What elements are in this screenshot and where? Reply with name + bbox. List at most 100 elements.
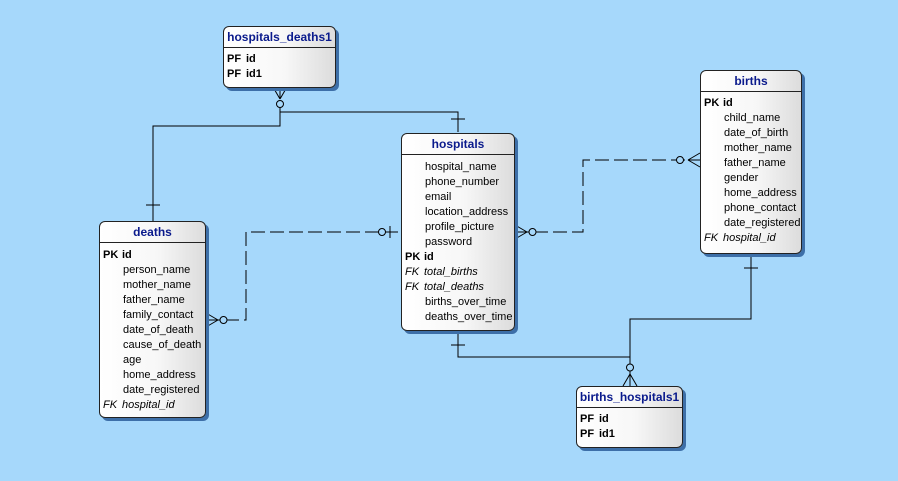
entity-columns: PF id PF id1	[577, 408, 682, 442]
column-name: mother_name	[123, 279, 191, 291]
column-name: email	[425, 191, 452, 203]
rel-hospitals-births-hospitals1	[457, 332, 630, 358]
crowfoot-hospitals-right	[514, 224, 537, 240]
entity-columns: hospital_name phone_number email locatio…	[402, 155, 514, 325]
column-name: id	[122, 249, 132, 261]
column-name: profile_picture	[425, 221, 495, 233]
column-row: PF id1	[577, 427, 682, 442]
column-row: PK id	[701, 96, 801, 111]
column-row: person_name	[100, 263, 205, 278]
entity-columns: PK id child_name date_of_birth mother_na…	[701, 92, 801, 246]
entity-births-hospitals1[interactable]: births_hospitals1 PF id PF id1	[576, 386, 683, 448]
column-name: date_of_birth	[724, 127, 789, 139]
column-row: hospital_name	[402, 160, 514, 175]
column-row: password	[402, 235, 514, 250]
column-row: cause_of_death	[100, 338, 205, 353]
column-row: births_over_time	[402, 295, 514, 310]
column-name: gender	[724, 172, 759, 184]
column-row: family_contact	[100, 308, 205, 323]
key-label: PK	[704, 97, 720, 109]
entity-deaths[interactable]: deaths PK id person_name mother_name fat…	[99, 221, 206, 418]
rel-hospitals-deaths1-deaths	[152, 105, 281, 221]
column-name: id	[424, 251, 434, 263]
entity-columns: PF id PF id1	[224, 48, 335, 82]
column-name: deaths_over_time	[425, 311, 513, 323]
column-row: FK hospital_id	[100, 398, 205, 413]
column-name: home_address	[123, 369, 196, 381]
column-name: child_name	[724, 112, 781, 124]
key-label: PF	[580, 413, 595, 425]
column-row: deaths_over_time	[402, 310, 514, 325]
column-row: mother_name	[100, 278, 205, 293]
column-name: date_registered	[123, 384, 200, 396]
column-row: child_name	[701, 111, 801, 126]
column-row: location_address	[402, 205, 514, 220]
column-name: hospital_id	[122, 399, 175, 411]
column-name: cause_of_death	[123, 339, 202, 351]
column-row: home_address	[701, 186, 801, 201]
column-name: father_name	[123, 294, 185, 306]
entity-title: hospitals_deaths1	[224, 27, 335, 48]
column-row: FK hospital_id	[701, 231, 801, 246]
column-row: mother_name	[701, 141, 801, 156]
key-label: FK	[405, 281, 420, 293]
rel-hospitals-deaths1-hospitals	[280, 111, 459, 132]
key-label: FK	[405, 266, 420, 278]
column-row: email	[402, 190, 514, 205]
column-name: id	[599, 413, 609, 425]
column-name: total_births	[424, 266, 478, 278]
column-name: phone_number	[425, 176, 500, 188]
crowfoot-deaths-right	[205, 312, 228, 328]
rel-deaths-hospitals	[206, 231, 400, 321]
column-row: age	[100, 353, 205, 368]
column-row: PF id1	[224, 67, 335, 82]
column-name: hospital_id	[723, 232, 776, 244]
entity-title: hospitals	[402, 134, 514, 155]
key-label: PF	[227, 68, 242, 80]
column-row: date_of_death	[100, 323, 205, 338]
entity-title: births_hospitals1	[577, 387, 682, 408]
key-label: PK	[103, 249, 119, 261]
column-row: FK total_births	[402, 265, 514, 280]
entity-title: deaths	[100, 222, 205, 243]
column-row: phone_number	[402, 175, 514, 190]
entity-title: births	[701, 71, 801, 92]
column-row: father_name	[701, 156, 801, 171]
column-row: PK id	[100, 248, 205, 263]
entity-births[interactable]: births PK id child_name date_of_birth mo…	[700, 70, 802, 254]
column-name: hospital_name	[425, 161, 497, 173]
entity-hospitals[interactable]: hospitals hospital_name phone_number ema…	[401, 133, 515, 331]
column-row: phone_contact	[701, 201, 801, 216]
column-row: PF id	[577, 412, 682, 427]
column-name: location_address	[425, 206, 509, 218]
column-name: births_over_time	[425, 296, 507, 308]
column-name: total_deaths	[424, 281, 484, 293]
column-name: age	[123, 354, 142, 366]
column-name: home_address	[724, 187, 797, 199]
column-row: FK total_deaths	[402, 280, 514, 295]
column-name: date_registered	[724, 217, 801, 229]
column-name: id	[246, 53, 256, 65]
column-name: mother_name	[724, 142, 792, 154]
column-name: id1	[246, 68, 262, 80]
column-name: id	[723, 97, 733, 109]
column-row: home_address	[100, 368, 205, 383]
column-row: date_registered	[100, 383, 205, 398]
rel-births-births-hospitals1	[629, 254, 752, 386]
entity-columns: PK id person_name mother_name father_nam…	[100, 243, 205, 413]
entity-hospitals-deaths1[interactable]: hospitals_deaths1 PF id PF id1	[223, 26, 336, 88]
column-row: date_registered	[701, 216, 801, 231]
rel-hospitals-births	[515, 159, 700, 233]
key-label: FK	[704, 232, 719, 244]
column-row: PF id	[224, 52, 335, 67]
column-row: PK id	[402, 250, 514, 265]
key-label: PF	[580, 428, 595, 440]
key-label: PF	[227, 53, 242, 65]
column-name: id1	[599, 428, 615, 440]
column-row: date_of_birth	[701, 126, 801, 141]
column-name: phone_contact	[724, 202, 797, 214]
crowfoot-bh1-top	[622, 363, 638, 387]
column-name: person_name	[123, 264, 191, 276]
crowfoot-hd1-bottom	[272, 86, 288, 108]
